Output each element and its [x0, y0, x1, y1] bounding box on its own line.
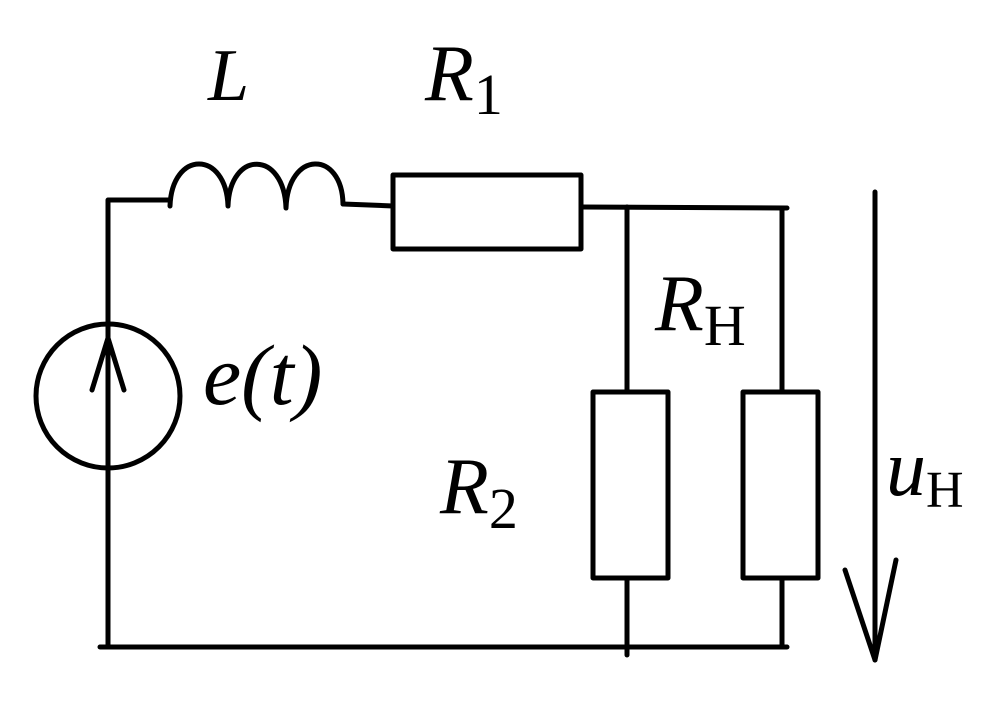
voltage-arrow: [842, 189, 899, 663]
label-r1-main: R: [424, 30, 474, 118]
resistor-r1: [390, 172, 584, 252]
left-wire-top: [105, 197, 173, 328]
label-r1: R1: [424, 30, 503, 127]
arrow-down-icon: [842, 557, 899, 663]
label-r2-main: R: [439, 443, 489, 531]
wire-inductor-to-r1: [340, 201, 396, 209]
label-un-main: u: [886, 425, 926, 513]
label-source: e(t): [203, 327, 322, 423]
label-rn-main: R: [654, 260, 704, 348]
label-r2: R2: [439, 443, 518, 541]
label-un: uН: [886, 425, 964, 519]
arrow-up-icon: [89, 335, 127, 393]
label-un-sub: Н: [926, 462, 964, 519]
resistor-rn: [740, 389, 821, 581]
label-r1-sub: 1: [474, 62, 503, 127]
label-rn: RН: [654, 260, 746, 358]
top-right-wire: [578, 204, 790, 211]
label-inductor: L: [207, 35, 249, 117]
label-rn-sub: Н: [704, 293, 746, 358]
inductor-symbol: [167, 161, 346, 211]
label-r2-sub: 2: [489, 476, 518, 541]
voltage-source: [33, 321, 183, 471]
resistor-r2: [590, 389, 671, 581]
wires: [97, 197, 790, 658]
